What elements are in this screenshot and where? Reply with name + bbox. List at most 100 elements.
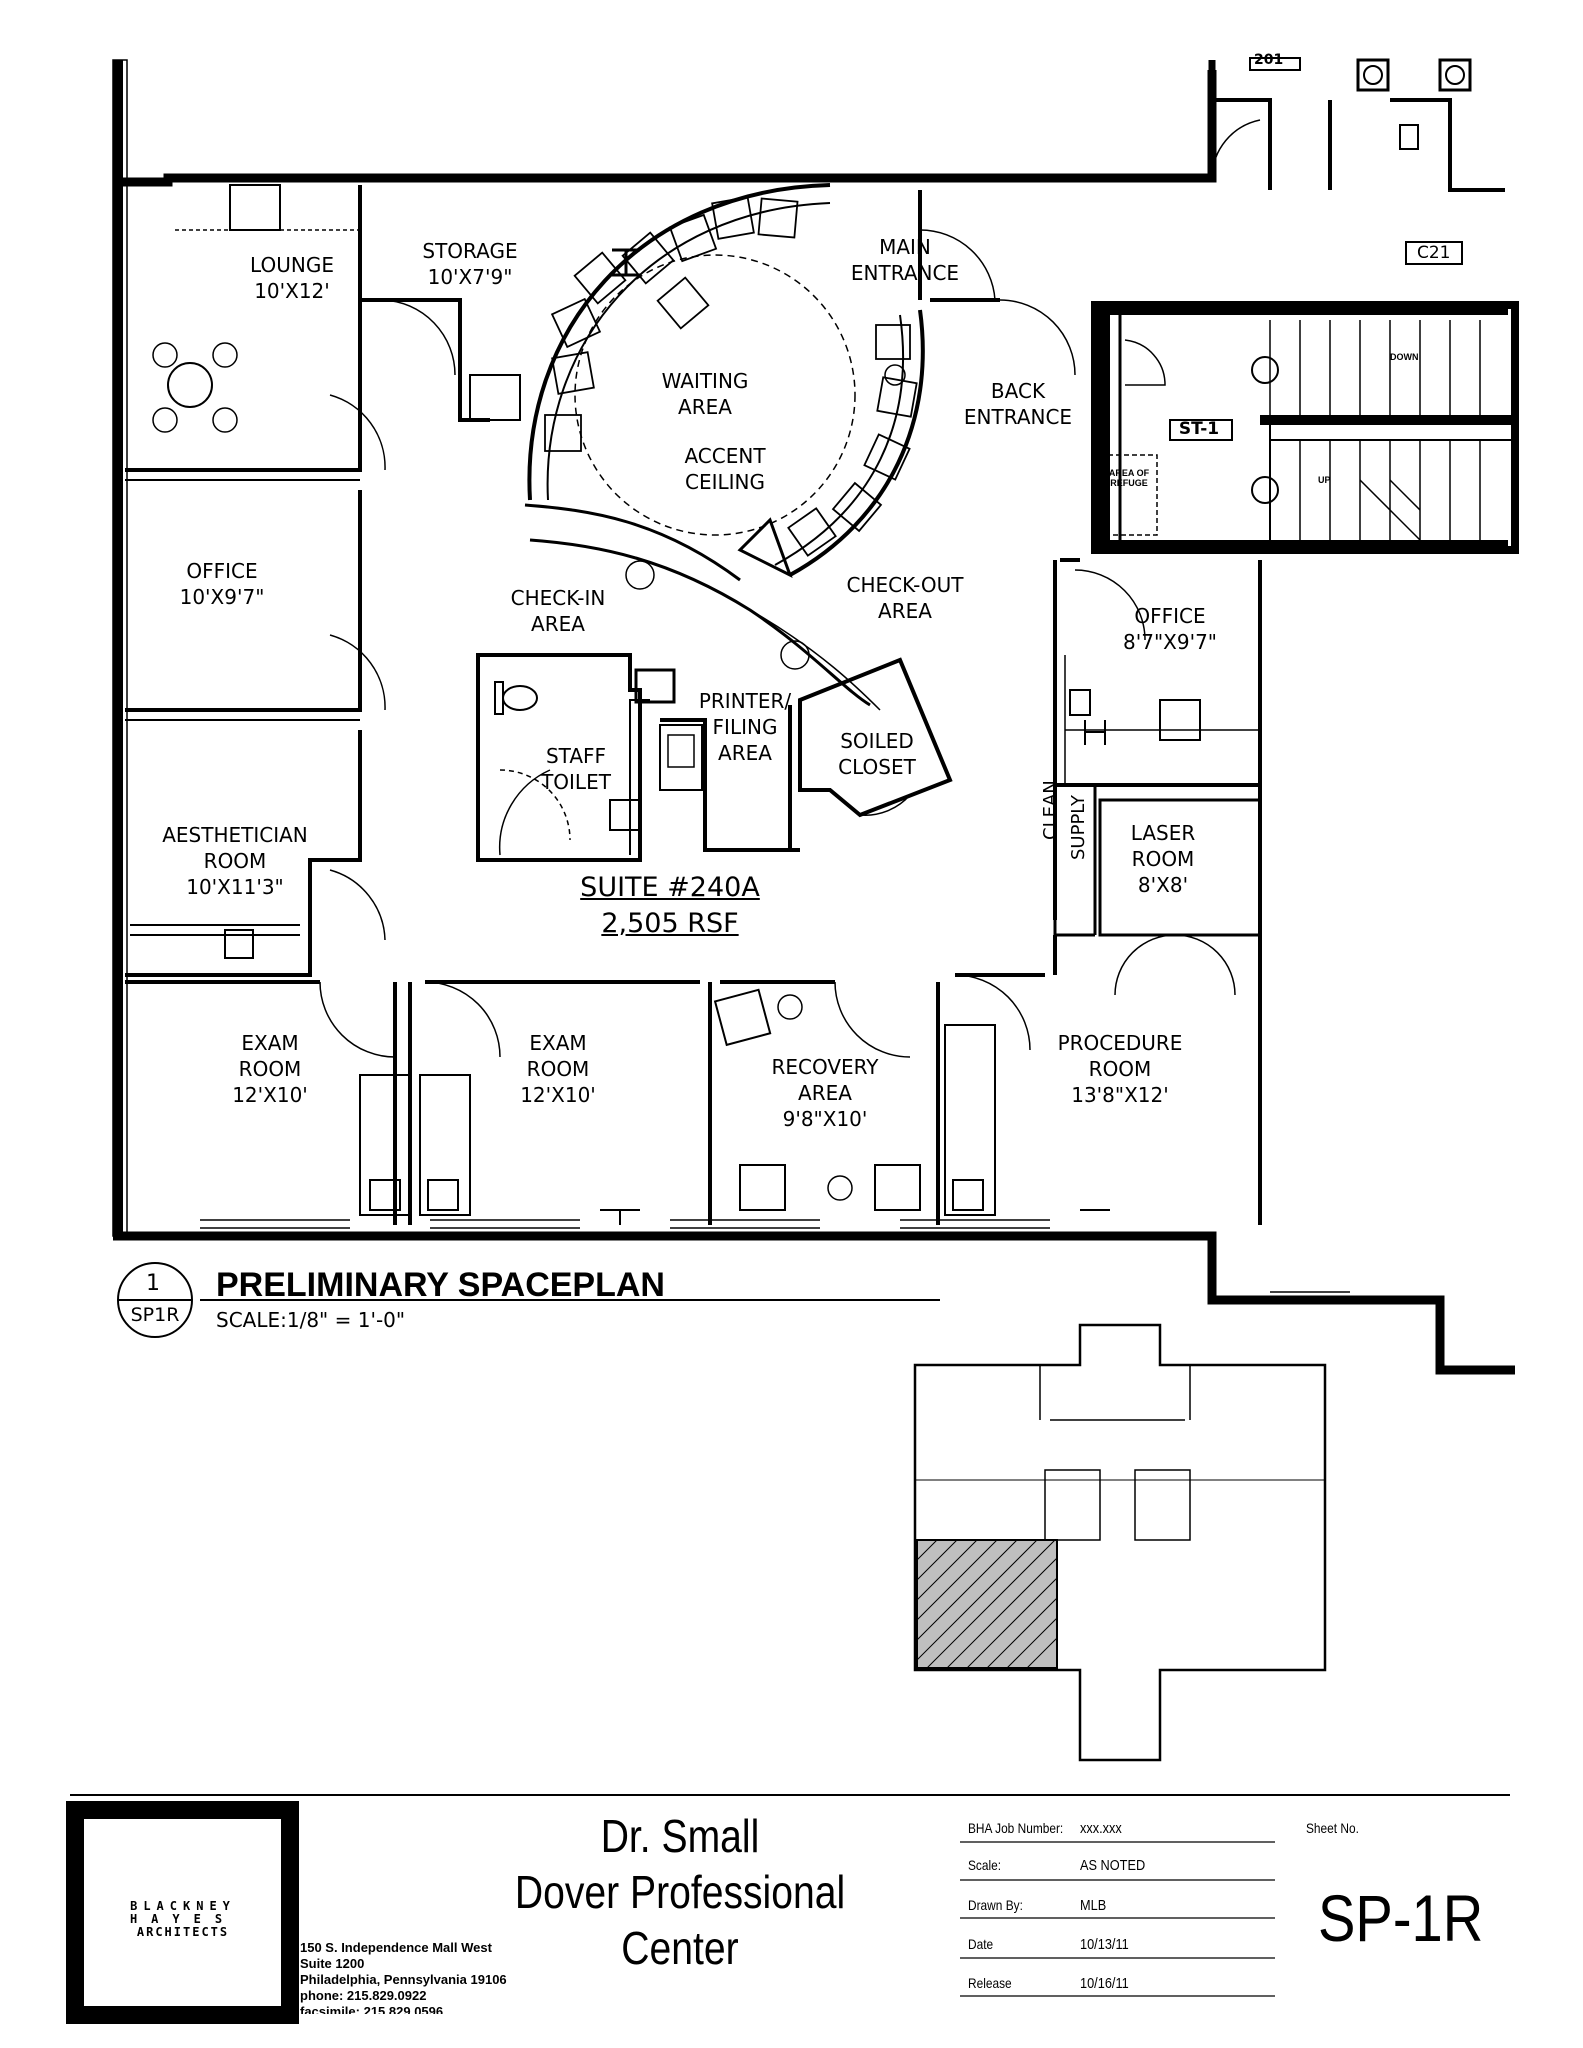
office-wall [125,490,362,712]
printer-line3: AREA [718,741,772,765]
exam1-line1: EXAM [241,1031,299,1055]
exam2-line3: 12'X10' [520,1083,596,1107]
waiting-line1: WAITING [661,369,749,393]
aesthetician-line2: ROOM [203,849,267,873]
main-entrance-line2: ENTRANCE [850,261,960,285]
firm-logo-text: BLACKNEY HAYES ARCHITECTS [118,1900,248,1939]
address-line2: Suite 1200 [300,1956,365,1971]
supply-label: SUPPLY [1068,795,1089,860]
release-value: 10/16/11 [1080,1975,1129,1992]
lounge-wall [125,185,362,472]
exam1-line3: 12'X10' [232,1083,308,1107]
back-entrance-line2: ENTRANCE [963,405,1073,429]
waiting-curve-outer [527,183,831,501]
logo-line2: HAYES [129,1912,237,1926]
suite-name: SUITE #240A [580,872,760,903]
key-plan [913,1323,1327,1762]
clean-label: CLEAN [1040,780,1061,840]
recovery-line3: 9'8"X10' [782,1107,868,1131]
scale-value: AS NOTED [1080,1857,1146,1874]
column-tag: C21 [1405,241,1463,265]
aesthetician-wall [125,730,362,977]
office-right-size: 8'7"X9'7" [1123,630,1217,654]
accent-line1: ACCENT [684,444,766,468]
logo-line1: BLACKNEY [130,1899,236,1913]
address-line5: facsimile: 215.829.0596 [300,2004,444,2014]
laser-line1: LASER [1130,821,1196,845]
procedure-line1: PROCEDURE [1057,1031,1183,1055]
drawing-title: PRELIMINARY SPACEPLAN [216,1266,665,1304]
exam2-line2: ROOM [526,1057,590,1081]
staff-toilet-line1: STAFF [545,744,607,768]
date-label: Date [968,1936,994,1952]
job-number-value: xxx.xxx [1080,1820,1122,1837]
logo-line3: ARCHITECTS [136,1925,230,1939]
office-left-name: OFFICE [186,559,258,583]
accent-ceiling-outline [574,254,856,536]
office-right-name: OFFICE [1134,604,1206,628]
check-in-line2: AREA [531,612,585,636]
recovery-line2: AREA [798,1081,852,1105]
suite-info: SUITE #240A 2,505 RSF [580,870,760,942]
soiled-line2: CLOSET [838,755,916,779]
project-line2: Dover Professional [514,1866,846,1918]
accent-line2: CEILING [684,470,765,494]
firm-address: 150 S. Independence Mall West Suite 1200… [300,1940,507,2014]
check-out-line1: CHECK-OUT [846,573,964,597]
aesthetician-line3: 10'X11'3" [186,875,284,899]
drawing-scale: SCALE:1/8" = 1'-0" [216,1308,406,1332]
storage-size: 10'X7'9" [427,265,513,289]
exam1-line2: ROOM [238,1057,302,1081]
address-line4: phone: 215.829.0922 [300,1988,427,2003]
release-label: Release [968,1975,1012,1991]
drawn-by-label: Drawn By: [968,1897,1023,1913]
address-line3: Philadelphia, Pennsylvania 19106 [300,1972,507,1987]
sheet-number-label: Sheet No. [1306,1820,1359,1836]
address-line1: 150 S. Independence Mall West [300,1940,492,1955]
detail-number: 1 [146,1271,160,1296]
checkin-counter [524,503,741,582]
office-right-wall [1053,558,1262,1225]
exterior-wall-top [113,70,1217,187]
staff-toilet-line2: TOILET [541,770,611,794]
check-out-line2: AREA [878,599,932,623]
room-number-tag: 201 [1254,52,1284,68]
project-line1: Dr. Small [600,1810,760,1862]
stair-down-tag: DOWN [1390,352,1419,362]
firm-logo [66,1801,299,2024]
lounge-size: 10'X12' [254,279,330,303]
storage-name: STORAGE [422,239,518,263]
stair-core [1091,301,1519,554]
suite-area: 2,505 RSF [601,908,739,939]
project-name: Dr. Small Dover Professional Center [470,1808,890,1976]
procedure-line2: ROOM [1088,1057,1152,1081]
stair-up-tag: UP [1318,475,1331,485]
toilet-block [476,653,642,862]
exam-room-wall-1 [125,980,397,1225]
office-left-size: 10'X9'7" [179,585,265,609]
area-of-refuge-tag: AREA OF REFUGE [1108,468,1150,488]
stair-tag: ST-1 [1178,419,1220,439]
laser-line3: 8'X8' [1137,873,1189,897]
printer-line1: PRINTER/ [698,689,792,713]
lounge-name: LOUNGE [250,253,334,277]
printer-line2: FILING [712,715,778,739]
procedure-line3: 13'8"X12' [1071,1083,1169,1107]
sheet-number-value: SP-1R [1318,1881,1484,1955]
main-entrance-line1: MAIN [879,235,931,259]
waiting-line2: AREA [678,395,732,419]
check-in-line1: CHECK-IN [510,586,606,610]
